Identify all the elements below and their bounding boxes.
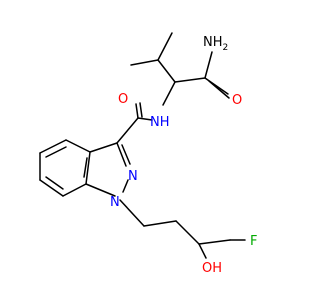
bond: [174, 77, 206, 83]
bond: [208, 80, 230, 99]
bond: [162, 81, 176, 106]
atom-label-amide-nh2: NH2: [203, 35, 228, 53]
atom-label-indazole-n1: N: [110, 195, 120, 210]
bond: [85, 183, 116, 197]
bond: [45, 176, 64, 190]
atom-label-fluoro-f: F: [250, 234, 257, 249]
atom-label-hydroxy-oh: OH: [202, 261, 222, 276]
chemical-structure: NH2 O O NH N N F OH: [39, 32, 257, 276]
bond: [135, 103, 139, 119]
bond: [116, 117, 139, 144]
atom-label-amide-o: O: [232, 93, 242, 108]
bond: [85, 151, 91, 185]
bond-layer: [39, 32, 246, 259]
bond: [119, 199, 145, 227]
bond: [39, 139, 67, 154]
bond: [157, 32, 173, 61]
bond: [175, 220, 200, 245]
bond: [121, 144, 131, 165]
bond: [65, 139, 91, 153]
bond: [204, 77, 229, 95]
bond: [204, 51, 213, 79]
bond: [139, 102, 143, 118]
atom-label-carbonyl-o: O: [118, 92, 128, 107]
bond: [116, 142, 127, 167]
bond: [198, 243, 207, 259]
atom-label-amide-nh: NH: [150, 115, 170, 130]
bond: [45, 146, 67, 158]
atom-label-layer: NH2 O O NH N N F OH: [110, 35, 257, 276]
bond: [83, 157, 88, 178]
bond: [198, 239, 231, 245]
atom-label-indazole-n2: N: [128, 169, 138, 184]
bond: [137, 117, 153, 121]
bond: [89, 142, 118, 153]
bond: [122, 179, 129, 193]
bond: [143, 220, 177, 227]
bond: [39, 179, 64, 197]
bond: [157, 59, 176, 83]
bond: [130, 59, 159, 66]
bond: [62, 183, 87, 197]
